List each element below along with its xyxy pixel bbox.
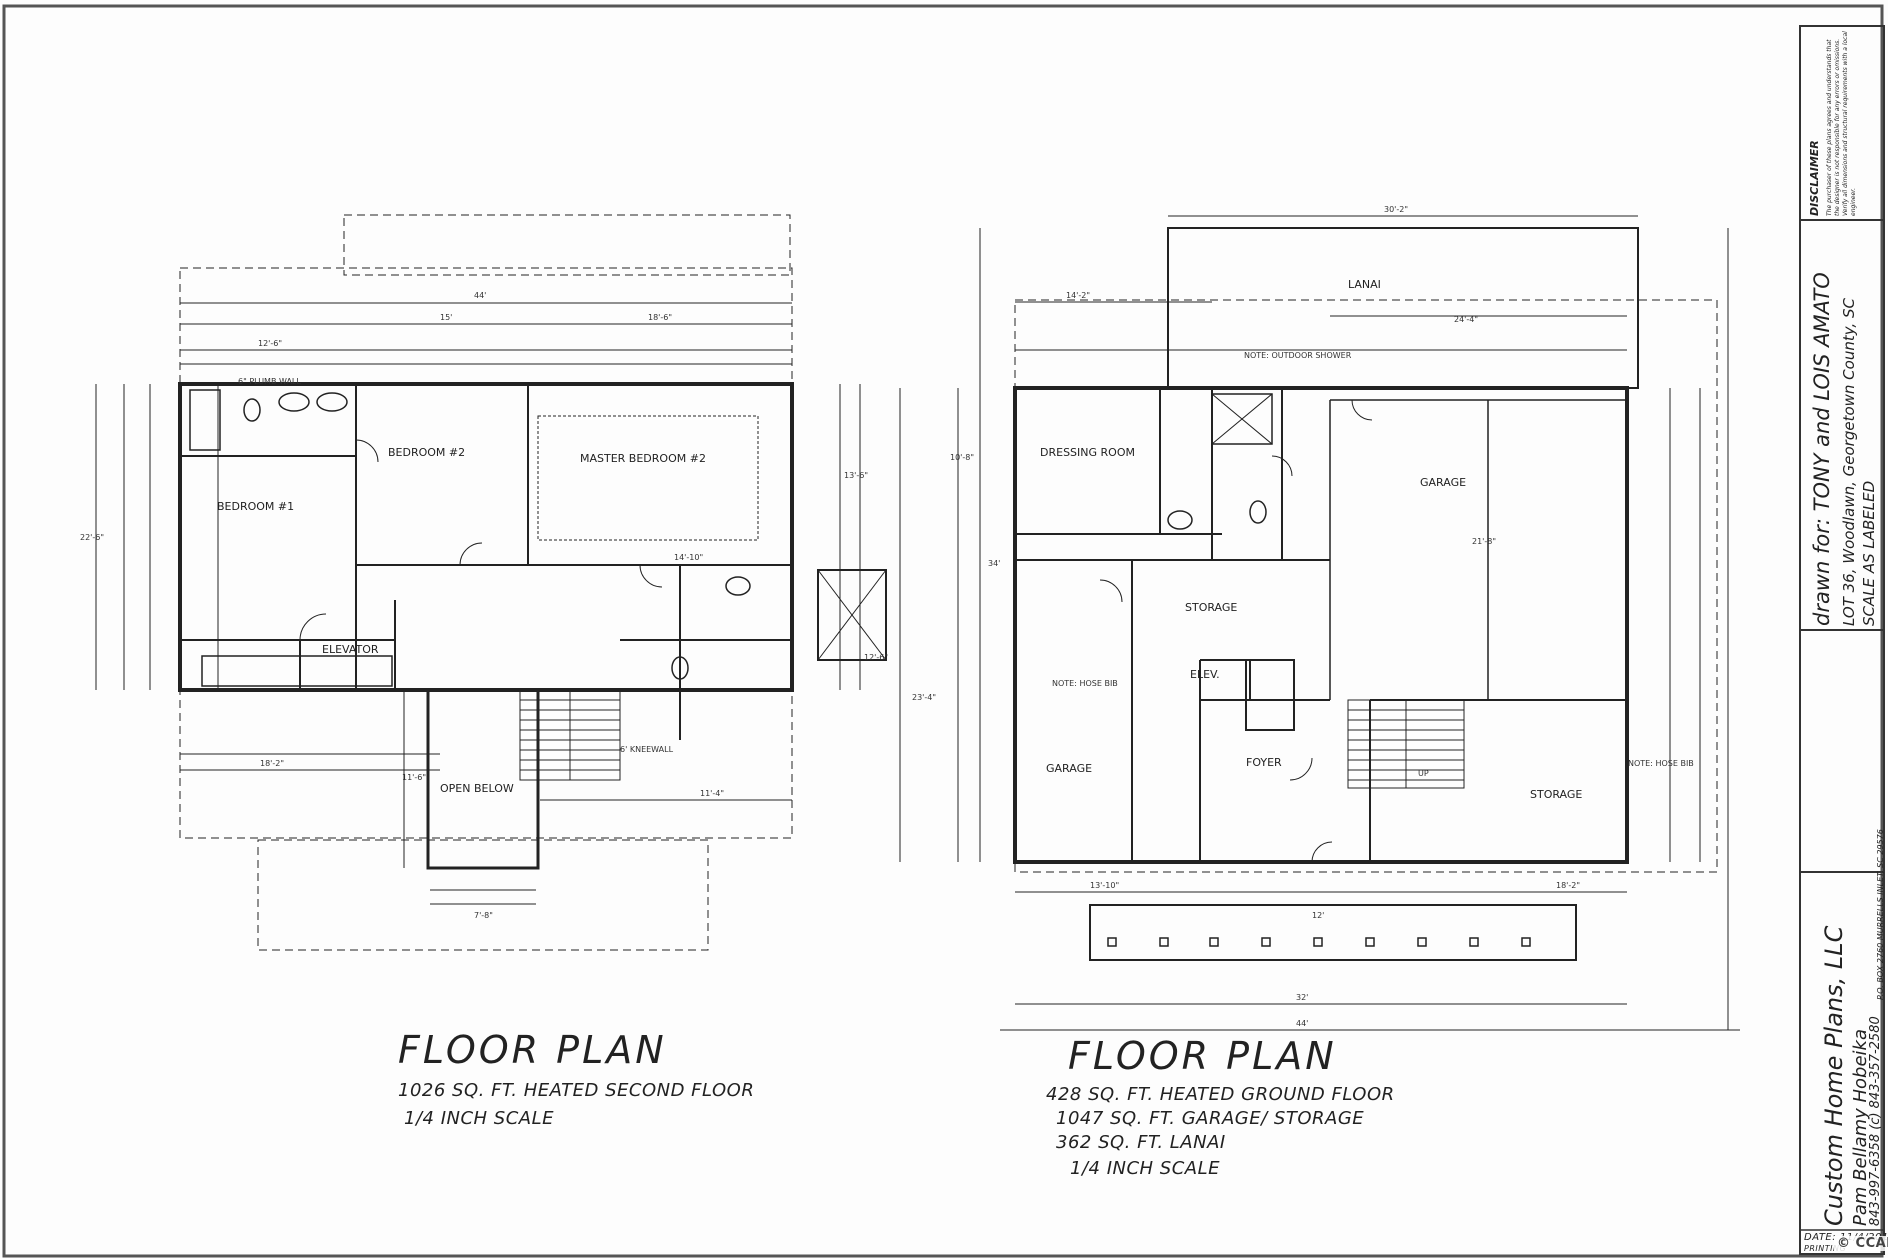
room-label-storage-2: STORAGE [1530,788,1582,801]
ground-floor-heated-area: 428 SQ. FT. HEATED GROUND FLOOR [1046,1084,1395,1105]
dim-24-4: 24'-4" [1454,315,1478,324]
ground-floor-scale: 1/4 INCH SCALE [1070,1158,1220,1179]
drawing-scale: SCALE AS LABELED [1860,480,1878,626]
drawn-for: drawn for: TONY and LOIS AMATO [1810,272,1834,626]
dim-22-6: 22'-6" [80,533,104,542]
room-label-elevator: ELEVATOR [322,643,379,656]
room-label-bedroom-1: BEDROOM #1 [217,500,294,513]
note-hose-bib-left: NOTE: HOSE BIB [1052,679,1118,688]
dim-44: 44' [1296,1019,1308,1028]
dim-11-6: 11'-6" [402,773,426,782]
room-label-storage-1: STORAGE [1185,601,1237,614]
second-floor-labels: BEDROOM #2 MASTER BEDROOM #2 BEDROOM #1 … [80,291,888,920]
note-hose-bib-right: NOTE: HOSE BIB [1628,759,1694,768]
company-name: Custom Home Plans, LLC [1820,925,1848,1226]
dim-10-8: 10'-8" [950,453,974,462]
dim-7-8: 7'-8" [474,911,493,920]
dim-18-2: 18'-2" [260,759,284,768]
room-label-bedroom-2: BEDROOM #2 [388,446,465,459]
ground-floor-title: FLOOR PLAN [1068,1034,1337,1078]
second-floor-area: 1026 SQ. FT. HEATED SECOND FLOOR [398,1080,755,1101]
ground-floor-labels: LANAI DRESSING ROOM GARAGE GARAGE STORAG… [912,205,1694,1028]
sheet-border [2,4,1884,1258]
room-label-garage-2: GARAGE [1420,476,1466,489]
note-outdoor-shower: NOTE: OUTDOOR SHOWER [1244,351,1352,360]
room-label-foyer: FOYER [1246,756,1282,769]
dim-34: 34' [988,559,1000,568]
dim-18-2: 18'-2" [1556,881,1580,890]
dim-13-10: 13'-10" [1090,881,1119,890]
room-label-dressing-room: DRESSING ROOM [1040,446,1135,459]
dim-14-2: 14'-2" [1066,291,1090,300]
dim-32: 32' [1296,993,1308,1002]
designer-phone: 843-997-6358 (c) 843-357-2580 [1868,1016,1883,1226]
title-block-frame [1799,25,1885,1255]
second-floor-plan [95,214,887,951]
dim-11-4: 11'-4" [700,789,724,798]
room-label-elev: ELEV. [1190,668,1220,681]
dim-14-10: 14'-10" [674,553,703,562]
disclaimer-text: The purchaser of these plans agrees and … [1826,31,1857,216]
printing-label: PRINTING [1804,1244,1847,1253]
dim-12-6-right: 12'-6" [864,653,888,662]
lot-location: LOT 36, Woodlawn, Georgetown County, SC [1840,298,1858,626]
dim-30-2: 30'-2" [1384,205,1408,214]
dim-12-6: 12'-6" [258,339,282,348]
stair-up-label: UP [1418,769,1429,778]
room-label-master-bedroom: MASTER BEDROOM #2 [580,452,706,465]
ground-floor-lanai-area: 362 SQ. FT. LANAI [1056,1132,1226,1153]
note-kneewall: 6' KNEEWALL [620,745,674,754]
room-label-garage-1: GARAGE [1046,762,1092,775]
second-floor-scale: 1/4 INCH SCALE [404,1108,554,1129]
dim-12: 12' [1312,911,1324,920]
ground-floor-garage-area: 1047 SQ. FT. GARAGE/ STORAGE [1056,1108,1365,1129]
room-label-open-below: OPEN BELOW [440,782,514,795]
dim-21-8: 21'-8" [1472,537,1496,546]
note-plumb-wall: 6" PLUMB WALL [238,377,301,386]
dim-13-6: 13'-6" [844,471,868,480]
dim-overall-44: 44' [474,291,486,300]
disclaimer-title: DISCLAIMER [1808,140,1821,216]
dim-18-6: 18'-6" [648,313,672,322]
ground-floor-plan [899,215,1740,1031]
room-label-lanai: LANAI [1348,278,1381,291]
watermark: © CCAR [1834,1236,1888,1251]
dim-23-4: 23'-4" [912,693,936,702]
dim-15: 15' [440,313,452,322]
second-floor-title: FLOOR PLAN [398,1028,667,1072]
designer-address: P.O. BOX 2760 MURRELLS INLET, SC 29576 [1876,829,1885,1000]
